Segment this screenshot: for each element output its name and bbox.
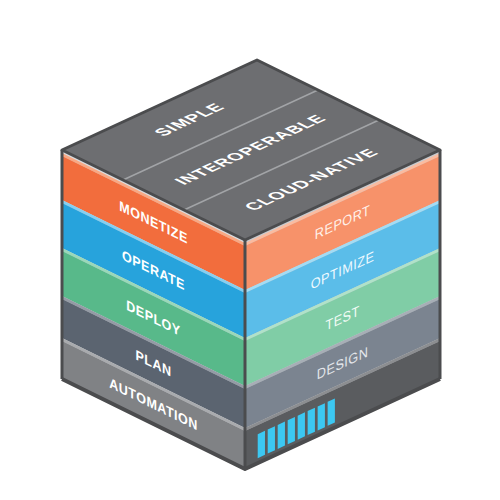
- left-face: AUTOMATION: [62, 341, 245, 469]
- principle-label: SIMPLE: [150, 101, 230, 138]
- frame-edge: [61, 150, 64, 379]
- top-strip: SIMPLE: [62, 60, 318, 180]
- indicator-bar: [288, 417, 295, 444]
- indicator-bar: [318, 403, 325, 430]
- indicator-bar: [328, 399, 335, 426]
- layer-label: OPERATE: [122, 247, 185, 293]
- layer-label: OPTIMIZE: [311, 248, 375, 293]
- base-face: [62, 341, 245, 469]
- top-strip: CLOUD-NATIVE: [184, 120, 440, 240]
- frame-top: [62, 60, 440, 240]
- indicator-bar: [258, 431, 265, 458]
- indicator-bar: [308, 408, 315, 435]
- layer-label: TEST: [325, 303, 359, 334]
- layer-label: AUTOMATION: [109, 376, 197, 435]
- base-face: [245, 341, 440, 469]
- indicator-bar: [268, 426, 275, 453]
- layer-label: MONETIZE: [119, 198, 187, 247]
- indicator-bar: [278, 422, 285, 449]
- right-face: DESIGN: [245, 299, 440, 428]
- layer-band: OPERATE OPTIMIZE: [62, 203, 440, 338]
- layer-label: DEPLOY: [126, 297, 180, 339]
- top-face: [62, 60, 440, 240]
- layer-label: PLAN: [135, 347, 171, 380]
- layer-band: MONETIZE REPORT: [62, 156, 440, 290]
- top-face: INTEROPERABLE: [123, 90, 379, 210]
- layer-band: DEPLOY TEST: [62, 251, 440, 386]
- layer-label: DESIGN: [317, 344, 368, 383]
- base-band: AUTOMATION: [62, 341, 245, 469]
- top-strip: INTEROPERABLE: [123, 90, 379, 210]
- indicator-bar: [298, 412, 305, 439]
- layer-label: REPORT: [315, 202, 370, 243]
- top-face: SIMPLE: [62, 60, 318, 180]
- layer-band: PLAN DESIGN: [62, 299, 440, 428]
- frame-edge: [244, 240, 247, 469]
- frame-edge: [439, 150, 442, 379]
- principle-label: CLOUD-NATIVE: [241, 147, 384, 214]
- top-face: CLOUD-NATIVE: [184, 120, 440, 240]
